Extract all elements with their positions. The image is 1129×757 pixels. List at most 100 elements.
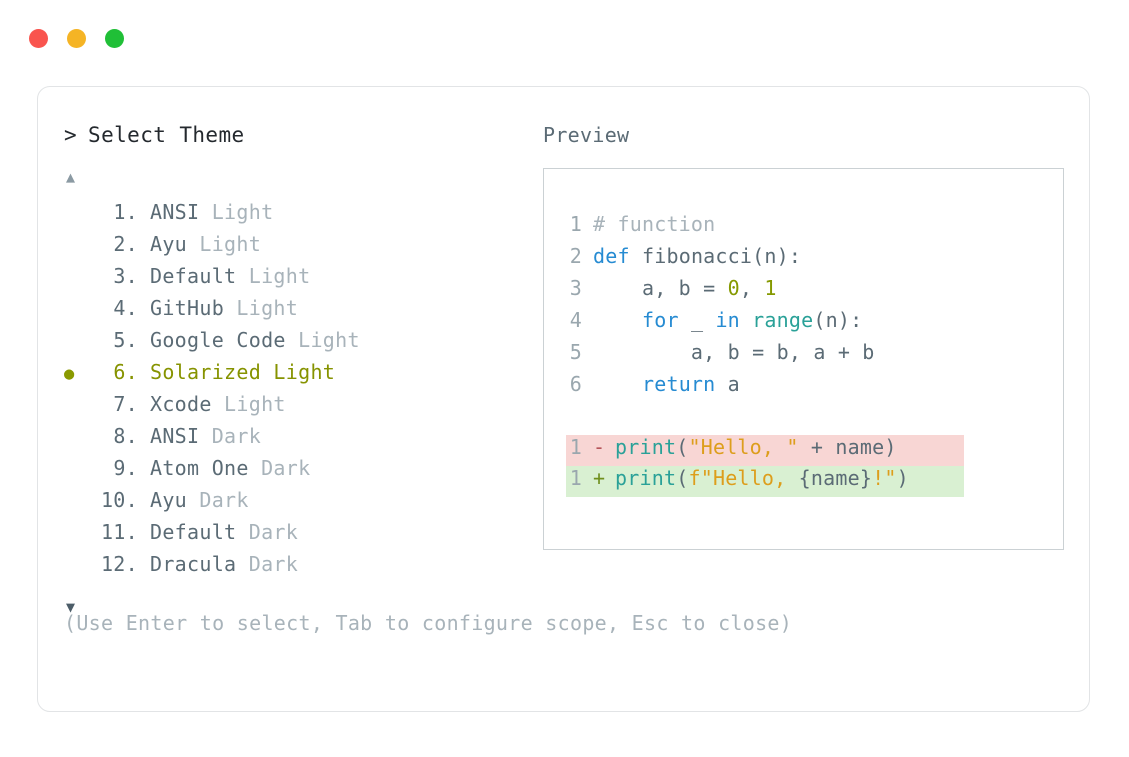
code-token: _	[678, 308, 716, 332]
theme-item-variant: Light	[224, 296, 299, 320]
minimize-button[interactable]	[67, 29, 86, 48]
code-line-content: a, b = b, a + b	[593, 340, 875, 364]
diff-block: 1-print("Hello, " + name)1+print(f"Hello…	[566, 435, 1063, 497]
code-token: {name}	[798, 466, 873, 490]
theme-item-name: Default Dark	[150, 520, 299, 544]
theme-item-name: Google Code Light	[150, 328, 360, 352]
theme-list-item[interactable]: 3.Default Light	[64, 264, 534, 296]
code-token	[740, 308, 752, 332]
code-token: return	[641, 372, 716, 396]
code-token: a, b =	[593, 276, 728, 300]
theme-item-name: Ayu Light	[150, 232, 262, 256]
theme-item-name: Xcode Light	[150, 392, 286, 416]
theme-item-variant: Light	[211, 392, 286, 416]
code-token: range	[752, 308, 814, 332]
diff-line-added: 1+print(f"Hello, {name}!")	[566, 466, 964, 497]
theme-item-variant: Dark	[199, 424, 262, 448]
theme-item-number: 4.	[113, 296, 138, 320]
theme-list-item[interactable]: 7.Xcode Light	[64, 392, 534, 424]
code-token: )	[896, 466, 909, 490]
theme-list-item[interactable]: 4.GitHub Light	[64, 296, 534, 328]
theme-item-number: 11.	[100, 520, 138, 544]
diff-line-content: print("Hello, " + name)	[615, 435, 897, 459]
code-token: f"Hello,	[688, 466, 799, 490]
prompt-header: > Select Theme	[64, 123, 534, 147]
code-line: 3 a, b = 0, 1	[566, 276, 1063, 308]
theme-list-item[interactable]: 8.ANSI Dark	[64, 424, 534, 456]
code-token: # function	[593, 212, 716, 236]
line-number: 5	[569, 340, 582, 364]
theme-item-name: Dracula Dark	[150, 552, 299, 576]
scroll-up-icon[interactable]: ▲	[66, 167, 76, 186]
diff-minus-icon: -	[593, 435, 606, 459]
theme-item-variant: Dark	[248, 456, 311, 480]
maximize-button[interactable]	[105, 29, 124, 48]
theme-item-number: 2.	[113, 232, 138, 256]
code-token: (	[676, 466, 689, 490]
theme-list-item[interactable]: 9.Atom One Dark	[64, 456, 534, 488]
line-number: 4	[569, 308, 582, 332]
code-token: print	[615, 466, 677, 490]
diff-plus-icon: +	[593, 466, 606, 490]
theme-item-variant: Light	[187, 232, 262, 256]
theme-item-variant: Light	[199, 200, 274, 224]
code-token	[593, 308, 642, 332]
page-title: Select Theme	[88, 123, 245, 147]
code-token: !"	[872, 466, 897, 490]
line-number: 1	[569, 212, 582, 236]
code-token: for	[641, 308, 679, 332]
code-token: a, b = b, a + b	[593, 340, 875, 364]
code-token: a	[715, 372, 740, 396]
code-line: 1 # function	[566, 212, 1063, 244]
theme-item-variant: Dark	[187, 488, 249, 512]
theme-item-name: Default Light	[150, 264, 311, 288]
code-line-content: for _ in range(n):	[593, 308, 862, 332]
code-line: 6 return a	[566, 372, 1063, 404]
code-token: (n):	[813, 308, 863, 332]
theme-item-number: 10.	[100, 488, 138, 512]
theme-list-item[interactable]: 10.Ayu Dark	[64, 488, 534, 520]
code-token: (	[676, 435, 689, 459]
window-controls	[29, 29, 124, 48]
close-button[interactable]	[29, 29, 48, 48]
code-token: fibonacci(n):	[629, 244, 802, 268]
scroll-down-icon[interactable]: ▼	[66, 597, 76, 616]
code-line-content: # function	[593, 212, 715, 236]
code-token: 1	[764, 276, 777, 300]
theme-list-item[interactable]: 11. Default Dark	[64, 520, 534, 552]
theme-item-name: Solarized Light	[150, 360, 336, 384]
theme-item-number: 12.	[100, 552, 138, 576]
code-token: + name)	[798, 435, 897, 459]
code-token: in	[715, 308, 740, 332]
theme-item-variant: Dark	[236, 520, 299, 544]
diff-line-content: print(f"Hello, {name}!")	[615, 466, 909, 490]
theme-list-item[interactable]: 12. Dracula Dark	[64, 552, 534, 584]
code-token: print	[615, 435, 677, 459]
theme-list-item[interactable]: 1.ANSI Light	[64, 200, 534, 232]
keyboard-hint: (Use Enter to select, Tab to configure s…	[64, 611, 793, 635]
theme-item-number: 8.	[113, 424, 138, 448]
theme-list-item[interactable]: 5. Google Code Light	[64, 328, 534, 360]
theme-item-variant: Dark	[236, 552, 299, 576]
theme-item-variant: Light	[236, 264, 311, 288]
line-number: 3	[569, 276, 582, 300]
theme-item-variant: Light	[261, 360, 336, 384]
theme-list-item[interactable]: 2. Ayu Light	[64, 232, 534, 264]
code-token: "Hello, "	[688, 435, 799, 459]
diff-line-number: 1	[569, 435, 582, 459]
theme-list-item[interactable]: ● 6. Solarized Light	[64, 360, 534, 392]
theme-item-number: 5.	[113, 328, 138, 352]
code-token: def	[593, 244, 630, 268]
code-line-content: a, b = 0, 1	[593, 276, 777, 300]
code-line: 5 a, b = b, a + b	[566, 340, 1063, 372]
code-line: 4 for _ in range(n):	[566, 308, 1063, 340]
theme-item-number: 6.	[113, 360, 138, 384]
diff-line-removed: 1-print("Hello, " + name)	[566, 435, 964, 466]
selected-bullet-icon: ●	[64, 364, 75, 384]
